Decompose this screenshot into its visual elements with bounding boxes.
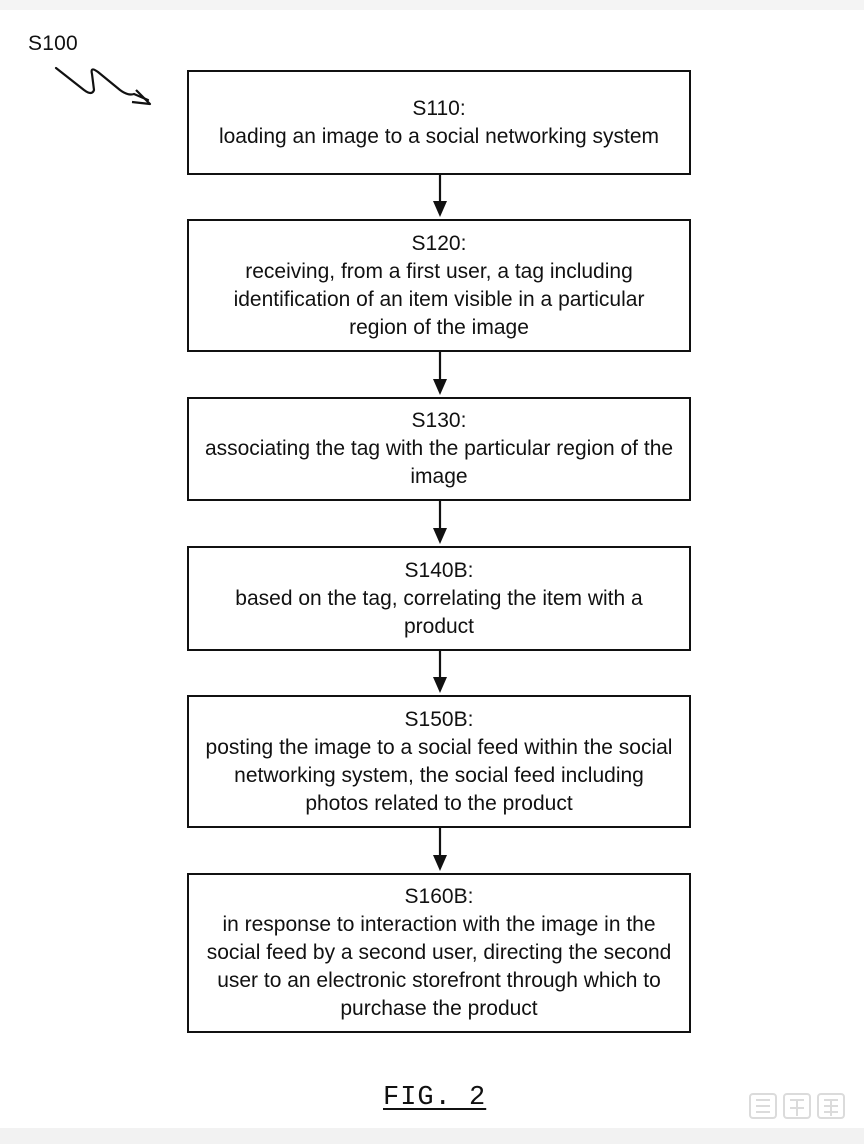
step-text: receiving, from a first user, a tag incl… xyxy=(233,259,645,339)
step-id: S140B: xyxy=(404,558,474,582)
arrowhead-s140b-s150b xyxy=(433,677,447,693)
arrowhead-s130-s140b xyxy=(433,528,447,544)
arrowhead-s110-s120 xyxy=(433,201,447,217)
step-box-s110: S110: loading an image to a social netwo… xyxy=(187,70,691,175)
step-box-s150b: S150B: posting the image to a social fee… xyxy=(187,695,691,828)
step-text: in response to interaction with the imag… xyxy=(206,913,672,1020)
step-id: S160B: xyxy=(404,885,474,908)
bottom-edge-band xyxy=(0,1128,864,1144)
step-text: associating the tag with the particular … xyxy=(204,437,674,488)
step-text: loading an image to a social networking … xyxy=(218,124,660,148)
watermark-logo-icon xyxy=(749,1093,845,1119)
step-id: S150B: xyxy=(404,707,474,731)
step-id: S120: xyxy=(411,231,467,255)
arrowhead-s120-s130 xyxy=(433,379,447,395)
step-box-s120: S120: receiving, from a first user, a ta… xyxy=(187,219,691,352)
step-id: S130: xyxy=(411,409,467,432)
step-box-s140b: S140B: based on the tag, correlating the… xyxy=(187,546,691,651)
step-box-s160b: S160B: in response to interaction with t… xyxy=(187,873,691,1033)
step-text: posting the image to a social feed withi… xyxy=(205,735,673,815)
step-box-s130: S130: associating the tag with the parti… xyxy=(187,397,691,501)
step-text: based on the tag, correlating the item w… xyxy=(235,586,643,638)
top-edge-band xyxy=(0,0,864,10)
arrowhead-s150b-s160b xyxy=(433,855,447,871)
figure-caption: FIG. 2 xyxy=(383,1083,487,1113)
reference-label: S100 xyxy=(28,32,78,55)
step-id: S110: xyxy=(412,96,466,120)
reference-squiggle-arrow-icon xyxy=(54,66,152,106)
